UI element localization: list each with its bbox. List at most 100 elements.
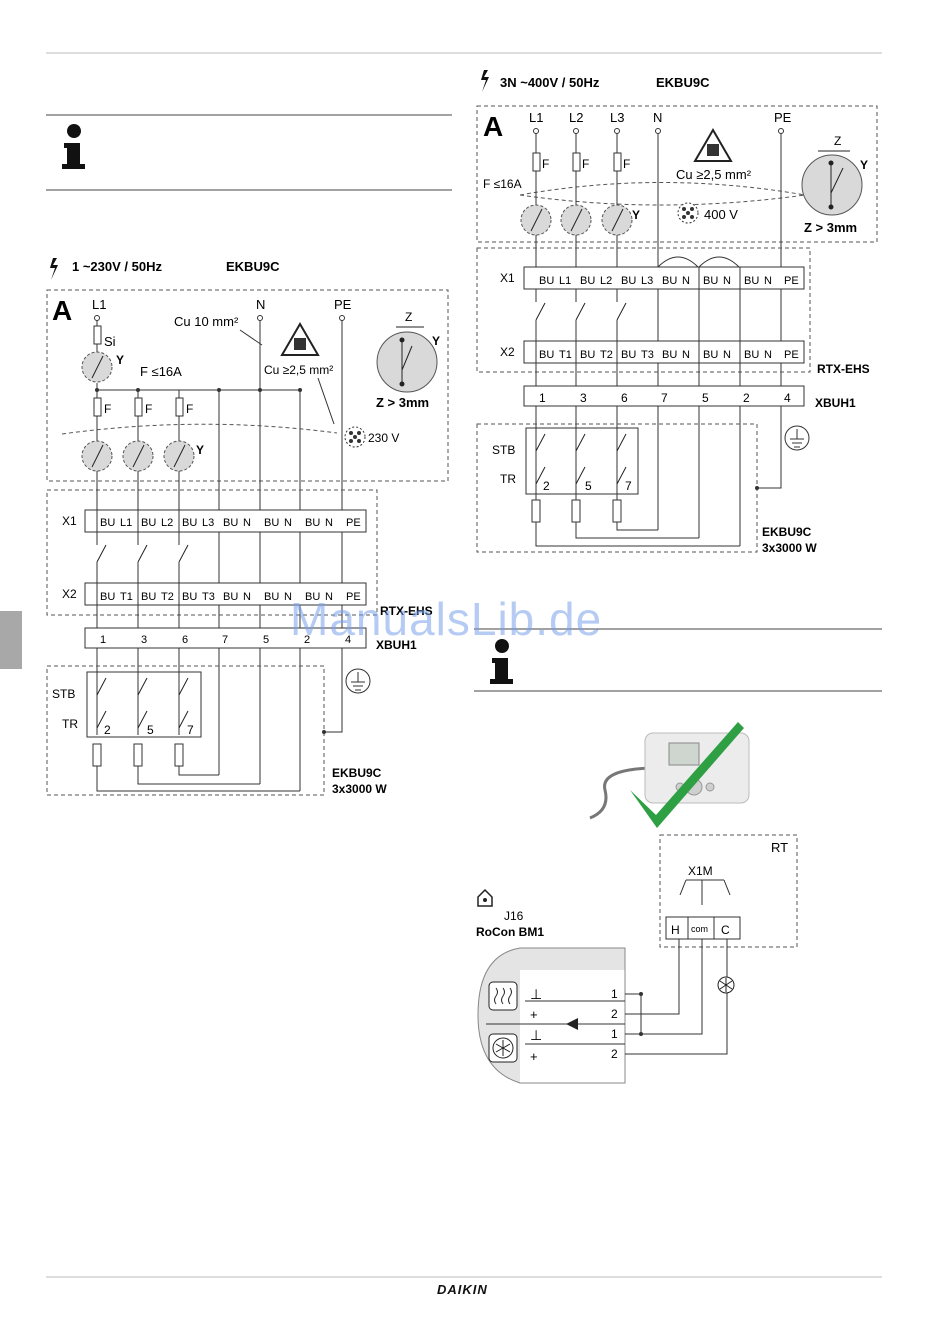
supply-label: 3N ~400V / 50Hz	[500, 75, 600, 90]
rtx-label: RTX-EHS	[380, 604, 433, 618]
connector-icon	[344, 426, 366, 448]
neutral-label: N	[256, 297, 265, 312]
left-wiring-diagram: 1 ~230V / 50Hz EKBU9C A L1 N PE Si Y F ≤…	[46, 258, 449, 796]
z-label: Z	[405, 310, 412, 324]
heater-box	[46, 665, 325, 796]
f-label: F	[542, 157, 549, 171]
stb-tr-block	[525, 427, 639, 495]
tr-pin: 2	[543, 479, 550, 493]
xbuh-label: XBUH1	[376, 638, 417, 652]
heater-model: EKBU9C	[762, 525, 812, 539]
x2-terminal-strip	[523, 340, 805, 364]
gnd-symbol: ⊥	[530, 1027, 542, 1043]
tr-label: TR	[62, 717, 78, 731]
y-label: Y	[632, 208, 640, 222]
earth-label: PE	[334, 297, 352, 312]
supply-label: 1 ~230V / 50Hz	[72, 259, 162, 274]
rt-box	[659, 834, 798, 948]
pin-label: 2	[611, 1007, 618, 1021]
warning-icon	[280, 322, 320, 356]
rating-label: F ≤16A	[483, 177, 522, 191]
heater-elements	[92, 743, 184, 767]
tr-label: TR	[500, 472, 516, 486]
f-label: F	[104, 402, 111, 416]
pin-label: 1	[611, 987, 618, 1001]
footer-brand-logo: DAIKIN	[437, 1282, 488, 1297]
x1m-label: X1M	[688, 864, 713, 878]
x2-label: X2	[500, 345, 515, 359]
info-note-left	[46, 114, 452, 191]
cable-min-label: Cu ≥2,5 mm²	[264, 363, 333, 377]
x2-label: X2	[62, 587, 77, 601]
phase-label: L3	[610, 110, 624, 125]
terminal-com: com	[691, 924, 708, 934]
rating-label: F ≤16A	[140, 364, 182, 379]
cable-min-label: Cu ≥2,5 mm²	[676, 167, 752, 182]
chapter-tab	[0, 611, 22, 669]
check-mark-icon	[630, 722, 744, 828]
z-label: Z	[834, 134, 841, 148]
heater-power: 3x3000 W	[762, 541, 817, 555]
tr-pin: 7	[187, 723, 194, 737]
model-label: EKBU9C	[656, 75, 710, 90]
phase-label: L1	[529, 110, 543, 125]
heater-elements	[531, 499, 622, 523]
plus-symbol: +	[530, 1049, 538, 1064]
x1-label: X1	[62, 514, 77, 528]
fuse-bank: F F F	[93, 397, 193, 417]
breaker-bank	[520, 204, 633, 236]
isolator-circle	[801, 154, 863, 216]
rtx-box	[476, 247, 811, 373]
phase-label: L2	[569, 110, 583, 125]
x1-label: X1	[500, 271, 515, 285]
z-gap-label: Z > 3mm	[376, 395, 429, 410]
gnd-symbol: ⊥	[530, 986, 542, 1002]
x1-terminal-strip	[523, 266, 805, 290]
lightning-icon	[50, 258, 58, 280]
j16-label: J16	[504, 909, 524, 923]
earth-label: PE	[774, 110, 792, 125]
fuse-si-label: Si	[104, 334, 116, 349]
box-a	[46, 289, 449, 482]
xbuh-strip	[523, 385, 805, 407]
lightning-icon	[481, 70, 489, 92]
phase-l1: L1	[92, 297, 106, 312]
thermostat-wiring: RT X1M H com C J16 RoCon BM1 ⊥ +	[476, 722, 798, 1084]
f-label: F	[186, 402, 193, 416]
tr-pin: 2	[104, 723, 111, 737]
rtx-label: RTX-EHS	[817, 362, 870, 376]
pin-label: 2	[611, 1047, 618, 1061]
y-label-2: Y	[432, 334, 440, 348]
voltage-label: 400 V	[704, 207, 738, 222]
stb-label: STB	[52, 687, 75, 701]
stb-tr-block	[86, 671, 202, 738]
isolator-circle	[376, 331, 438, 393]
rt-label: RT	[771, 840, 788, 855]
terminal-h: H	[671, 923, 680, 937]
warning-icon	[693, 128, 733, 162]
rtx-box	[46, 489, 378, 616]
breaker-bank	[81, 440, 195, 472]
heater-power: 3x3000 W	[332, 782, 387, 796]
model-label: EKBU9C	[226, 259, 280, 274]
info-icon	[490, 639, 513, 684]
info-note-right	[474, 628, 882, 692]
box-a	[476, 105, 878, 243]
right-wiring-diagram: 3N ~400V / 50Hz EKBU9C A L1 L2 L3 N PE F…	[476, 70, 878, 555]
cable-main-label: Cu 10 mm²	[174, 314, 239, 329]
neutral-label: N	[653, 110, 662, 125]
heater-model: EKBU9C	[332, 766, 382, 780]
stb-label: STB	[492, 443, 515, 457]
plus-symbol: +	[530, 1007, 538, 1022]
y-label-2: Y	[860, 158, 868, 172]
f-label: F	[623, 157, 630, 171]
tr-pin: 5	[585, 479, 592, 493]
fuse	[93, 325, 102, 345]
connector-icon	[677, 202, 699, 224]
voltage-label: 230 V	[368, 431, 399, 445]
fuse-bank: F F F	[532, 152, 630, 172]
x1-terminal-strip	[84, 509, 367, 533]
